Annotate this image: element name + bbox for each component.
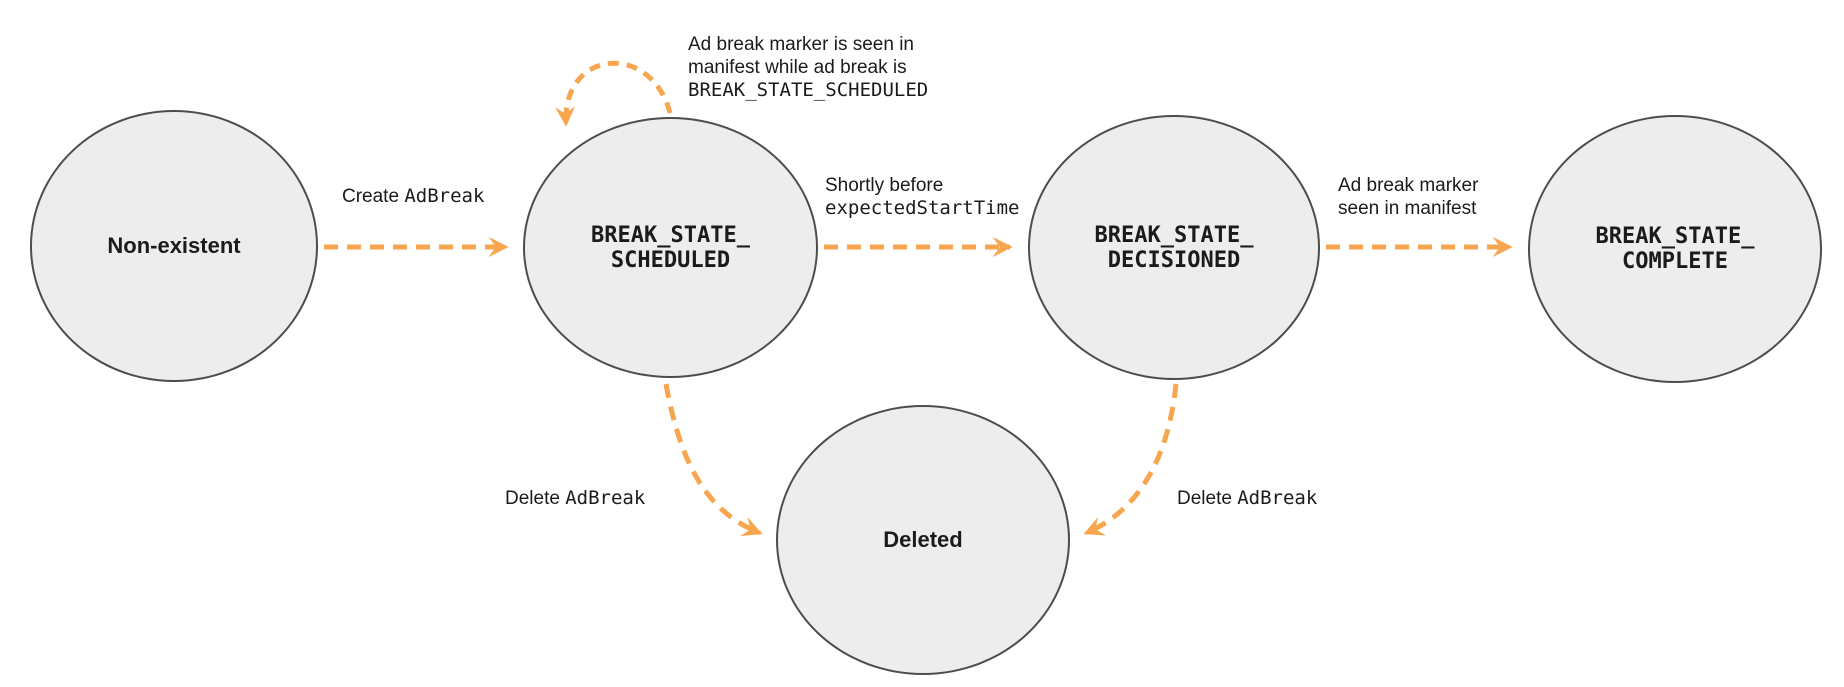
state-node-break-state-decisioned: BREAK_STATE_ DECISIONED <box>1028 115 1320 380</box>
edge-label-line2: seen in manifest <box>1338 198 1477 219</box>
state-node-non-existent: Non-existent <box>30 110 318 382</box>
state-label-break-state-complete: BREAK_STATE_ COMPLETE <box>1596 224 1755 274</box>
state-label-line1: BREAK_STATE_ <box>1595 224 1755 249</box>
edge-label-code: AdBreak <box>404 185 485 207</box>
state-node-break-state-complete: BREAK_STATE_ COMPLETE <box>1528 115 1822 383</box>
state-label-break-state-decisioned: BREAK_STATE_ DECISIONED <box>1095 223 1254 273</box>
state-label-line2: DECISIONED <box>1107 247 1241 273</box>
edge-label-line2: manifest while ad break is <box>688 57 907 78</box>
state-label-non-existent: Non-existent <box>107 233 241 258</box>
state-label-line1: BREAK_STATE_ <box>591 222 750 248</box>
edge-label-self-loop: Ad break marker is seen in manifest whil… <box>688 33 928 102</box>
edge-label-text: Delete <box>1177 488 1238 509</box>
edge-label-line1: Ad break marker is seen in <box>688 34 914 55</box>
edge-label-text: Create <box>342 186 405 207</box>
edge-label-shortly-before: Shortly before expectedStartTime <box>825 174 1019 220</box>
state-node-break-state-scheduled: BREAK_STATE_ SCHEDULED <box>523 117 818 378</box>
edge-self-loop-scheduled <box>555 60 673 127</box>
edge-label-line2-code: expectedStartTime <box>825 197 1020 219</box>
edge-label-line1: Ad break marker <box>1338 175 1479 196</box>
edge-label-text: Delete <box>505 488 566 509</box>
edge-label-line1: Shortly before <box>825 175 944 196</box>
edge-delete-from-decisioned <box>1083 383 1179 536</box>
state-label-break-state-scheduled: BREAK_STATE_ SCHEDULED <box>591 223 750 273</box>
state-label-line2: COMPLETE <box>1622 249 1728 274</box>
state-label-deleted: Deleted <box>883 527 963 552</box>
edge-label-delete-from-decisioned: Delete AdBreak <box>1177 487 1317 510</box>
edge-delete-from-scheduled <box>663 383 763 537</box>
state-node-deleted: Deleted <box>776 405 1070 675</box>
edge-label-code: AdBreak <box>1237 487 1318 509</box>
edge-label-create-adbreak: Create AdBreak <box>342 185 484 208</box>
state-label-line2: SCHEDULED <box>610 247 731 273</box>
edge-label-marker-seen: Ad break marker seen in manifest <box>1338 174 1478 220</box>
edge-label-code: AdBreak <box>565 487 646 509</box>
edge-label-line3-code: BREAK_STATE_SCHEDULED <box>688 79 929 101</box>
state-label-line1: BREAK_STATE_ <box>1094 222 1254 248</box>
edge-label-delete-from-scheduled: Delete AdBreak <box>505 487 645 510</box>
